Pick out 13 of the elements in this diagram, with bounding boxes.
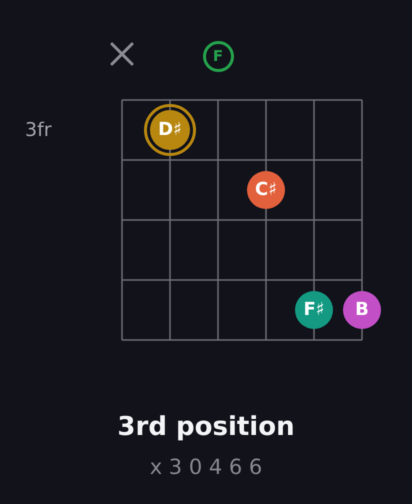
fret-number: 3fr	[25, 119, 52, 141]
note-name: F♯	[303, 301, 324, 319]
note-name: B	[355, 301, 369, 319]
note-name: C♯	[255, 181, 277, 199]
note-name: F	[212, 48, 224, 64]
open-string-marker	[202, 40, 234, 72]
note-name: D♯	[158, 121, 182, 139]
note-marker	[144, 104, 196, 156]
note-marker	[247, 171, 285, 209]
fingering-caption: x 3 0 4 6 6	[148, 455, 264, 479]
note-marker	[295, 291, 333, 329]
chord-title: 3rd position	[116, 412, 296, 442]
note-marker	[343, 291, 381, 329]
